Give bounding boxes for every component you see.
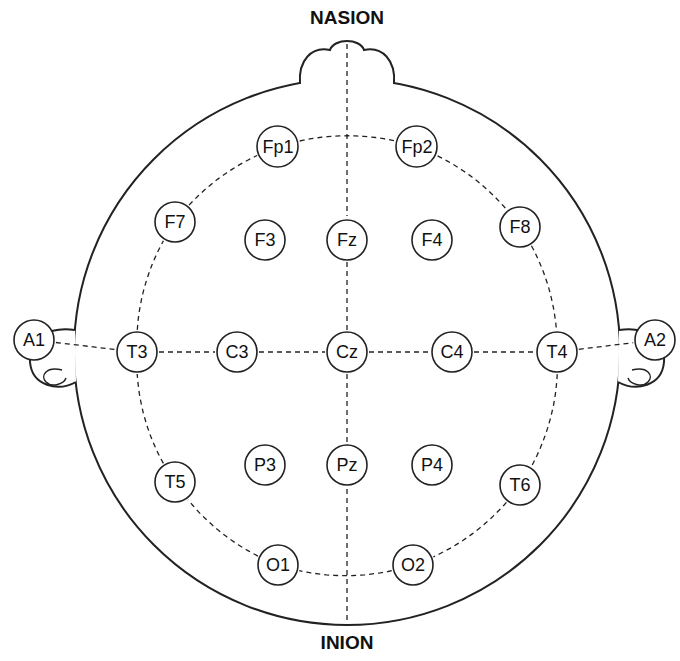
electrode-circle: Cz xyxy=(326,331,368,373)
dashed-connector xyxy=(259,351,325,352)
dashed-connector xyxy=(474,351,535,352)
electrode-circle: Fz xyxy=(326,219,368,261)
electrode-circle: A1 xyxy=(13,319,55,361)
electrode-label: P4 xyxy=(411,455,453,476)
electrode-label: F7 xyxy=(154,212,196,233)
dashed-connector xyxy=(300,136,396,141)
electrode-label: O2 xyxy=(392,555,434,576)
electrode-label: Cz xyxy=(326,342,368,363)
dashed-connector xyxy=(56,343,115,350)
dashed-connector xyxy=(438,156,507,210)
dashed-connector xyxy=(189,156,257,206)
electrode-label: A2 xyxy=(634,330,676,351)
electrode-circle: A2 xyxy=(634,319,676,361)
dashed-connector xyxy=(159,351,215,352)
electrode-circle: F4 xyxy=(411,219,453,261)
electrode-circle: O2 xyxy=(392,544,434,586)
dashed-connector xyxy=(346,262,347,330)
landmark-label: NASION xyxy=(310,7,384,29)
electrode-label: T6 xyxy=(499,475,541,496)
dashed-connector xyxy=(433,502,506,557)
electrode-label: Pz xyxy=(326,455,368,476)
electrode-label: T5 xyxy=(154,472,196,493)
electrode-label: C4 xyxy=(431,342,473,363)
electrode-circle: T6 xyxy=(499,464,541,506)
left-ear-inner xyxy=(44,369,66,385)
electrode-circle: T5 xyxy=(154,461,196,503)
electrode-label: T3 xyxy=(116,342,158,363)
electrode-circle: T3 xyxy=(116,331,158,373)
electrode-circle: Pz xyxy=(326,444,368,486)
electrode-circle: F8 xyxy=(499,206,541,248)
electrode-circle: P4 xyxy=(411,444,453,486)
electrode-circle: O1 xyxy=(257,544,299,586)
right-ear-inner xyxy=(628,369,650,385)
electrode-label: F8 xyxy=(499,217,541,238)
dashed-connector xyxy=(346,374,347,443)
electrode-circle: Fp1 xyxy=(256,125,299,168)
electrode-label: A1 xyxy=(13,330,55,351)
dashed-connector xyxy=(188,500,258,556)
dashed-connector xyxy=(532,374,558,466)
electrode-label: Fz xyxy=(326,230,368,251)
electrode-label: O1 xyxy=(257,555,299,576)
electrode-circle: C3 xyxy=(216,331,258,373)
midline-dashed xyxy=(346,44,347,216)
electrode-circle: P3 xyxy=(244,444,286,486)
electrode-label: F4 xyxy=(411,230,453,251)
midline-dashed xyxy=(346,489,347,626)
dashed-connector xyxy=(579,343,633,350)
dashed-connector xyxy=(137,374,163,463)
electrode-circle: C4 xyxy=(431,331,473,373)
electrode-label: F3 xyxy=(244,230,286,251)
head-outline xyxy=(74,79,620,625)
landmark-label: INION xyxy=(321,632,374,654)
electrode-label: C3 xyxy=(216,342,258,363)
dashed-connector xyxy=(137,241,163,330)
dashed-connector xyxy=(531,246,556,330)
dashed-connector xyxy=(299,571,392,576)
electrode-label: T4 xyxy=(536,342,578,363)
dashed-connector xyxy=(369,351,430,352)
electrode-label: Fp1 xyxy=(256,137,299,158)
electrode-circle: Fp2 xyxy=(395,125,438,168)
electrode-circle: F3 xyxy=(244,219,286,261)
electrode-circle: F7 xyxy=(154,201,196,243)
electrode-circle: T4 xyxy=(536,331,578,373)
electrode-label: P3 xyxy=(244,455,286,476)
electrode-label: Fp2 xyxy=(395,137,438,158)
